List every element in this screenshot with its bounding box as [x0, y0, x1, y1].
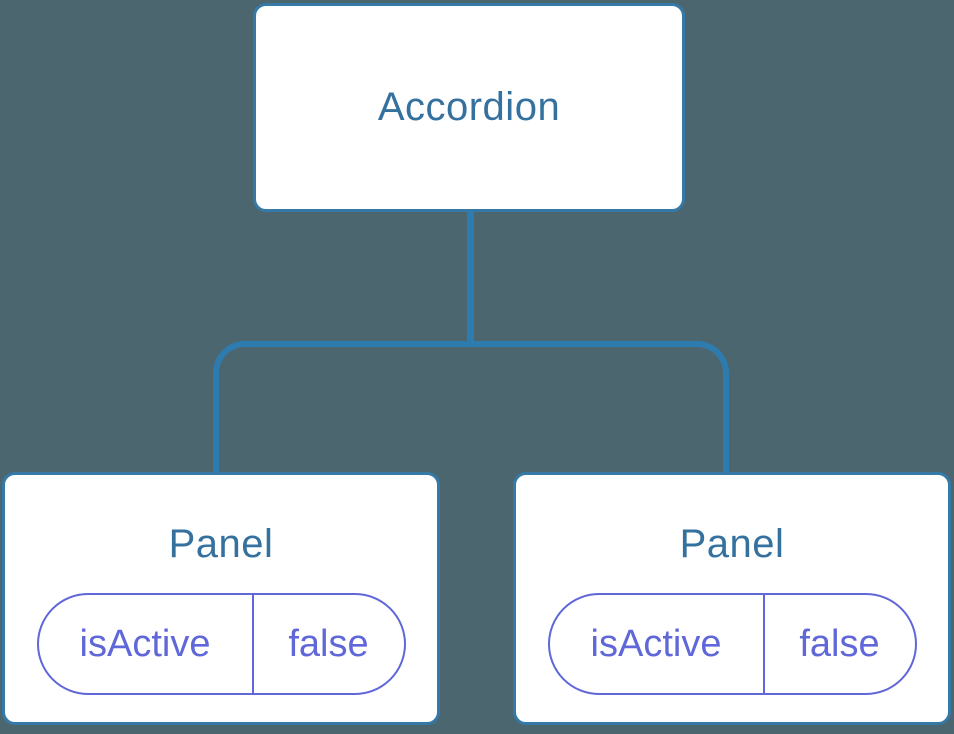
connector-stem [467, 211, 474, 344]
state-pill: isActive false [547, 593, 917, 695]
state-key: isActive [550, 595, 765, 693]
state-value: false [799, 622, 880, 665]
panel-node-right: Panel isActive false [513, 472, 951, 725]
state-key: isActive [39, 595, 254, 693]
state-pill: isActive false [36, 593, 406, 695]
connector-bracket [213, 341, 729, 472]
accordion-label: Accordion [377, 85, 561, 129]
panel-node-left: Panel isActive false [2, 472, 440, 725]
panel-label: Panel [679, 522, 785, 566]
panel-label: Panel [168, 522, 274, 566]
accordion-node: Accordion [253, 3, 685, 212]
state-value: false [288, 622, 369, 665]
